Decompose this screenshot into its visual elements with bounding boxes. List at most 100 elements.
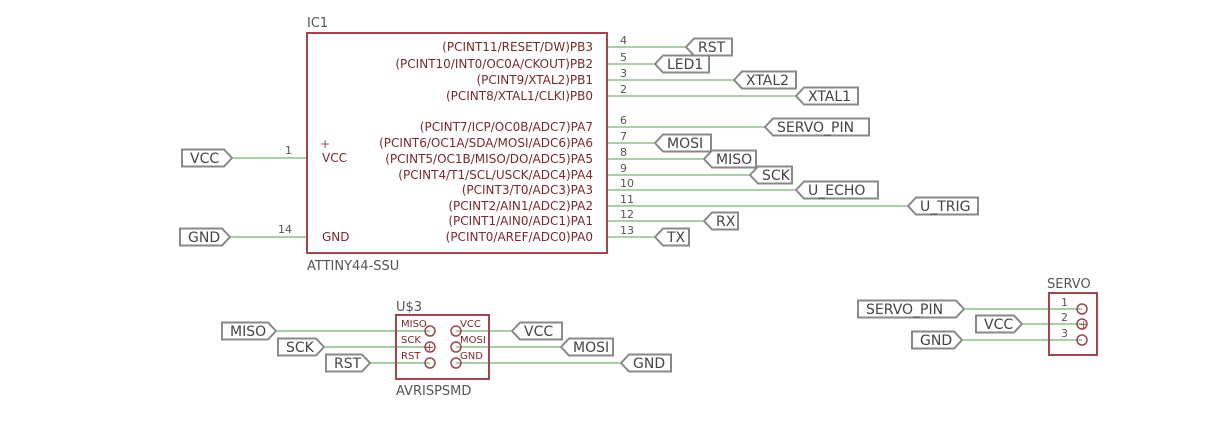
net-label-led1-flag: [653, 54, 710, 74]
ic1-body: [306, 32, 608, 254]
ic1-pin-number: 1: [285, 144, 292, 157]
net-label-mosi: MOSI: [667, 136, 703, 152]
ic1-ref: IC1: [307, 16, 328, 31]
net-label-vcc: VCC: [984, 317, 1013, 333]
net-label-rst-flag: [684, 37, 733, 57]
net-labels: VCCGNDRSTLED1XTAL2XTAL1SERVO_PINMOSIMISO…: [179, 37, 1024, 373]
ic1-pin-number: 14: [278, 223, 292, 236]
ic1-pin-name: (PCINT8/XTAL1/CLKI)PB0: [446, 89, 593, 103]
net-label-miso-flag: [702, 149, 757, 169]
u3-pin-name: SCK: [401, 335, 421, 346]
net-label-rst: RST: [698, 40, 726, 56]
net-label-mosi-flag: [653, 133, 712, 153]
servo-pad: [1076, 334, 1088, 346]
net-label-servo_pin-flag: [857, 299, 966, 319]
u3-pin-name: MISO: [401, 319, 427, 330]
ic1-pin-number: 3: [620, 67, 627, 80]
net-label-u_echo: U_ECHO: [808, 183, 865, 199]
net-label-u_trig: U_TRIG: [920, 199, 971, 215]
net-label-sck-flag: [277, 337, 326, 357]
u3-pad: [450, 325, 462, 337]
ic1-pin-number: 6: [620, 114, 627, 127]
ic1-pin-number: 8: [620, 146, 627, 159]
ic1-pin-name: (PCINT0/AREF/ADC0)PA0: [446, 230, 593, 244]
net-label-gnd: GND: [920, 333, 952, 349]
u3-pad: [450, 357, 462, 369]
u3-body: [395, 314, 490, 380]
servo-pin-number: 2: [1061, 311, 1068, 324]
net-label-xtal2-flag: [732, 70, 797, 90]
net-label-gnd: GND: [633, 356, 665, 372]
ic1-pin-number: 13: [620, 224, 634, 237]
net-label-xtal1-flag: [794, 86, 859, 106]
net-label-rx-flag: [702, 211, 739, 231]
u3-pin-name: VCC: [460, 319, 481, 330]
net-label-vcc-flag: [975, 314, 1024, 334]
ic1-pin-name: (PCINT9/XTAL2)PB1: [476, 73, 593, 87]
net-label-vcc: VCC: [190, 151, 219, 167]
net-label-sck-flag: [748, 165, 793, 185]
net-label-rx: RX: [716, 214, 736, 230]
ic1-pin-name: (PCINT10/INT0/OC0A/CKOUT)PB2: [395, 57, 593, 71]
ic1-pin-name: (PCINT1/AIN0/ADC1)PA1: [448, 214, 593, 228]
ic1-pin-name: (PCINT7/ICP/OC0B/ADC7)PA7: [420, 120, 593, 134]
net-label-gnd: GND: [188, 230, 220, 246]
servo-ref: SERVO: [1047, 277, 1091, 292]
net-label-tx-flag: [653, 227, 690, 247]
net-label-led1: LED1: [667, 57, 703, 73]
servo-pin-number: 1: [1061, 296, 1068, 309]
u3-pad: [424, 325, 436, 337]
net-label-xtal2: XTAL2: [746, 73, 789, 89]
net-label-rst-flag: [325, 353, 372, 373]
u3-pad: [424, 341, 436, 353]
u3-origin-cross: +: [425, 341, 434, 354]
ic1-pin-number: 12: [620, 208, 634, 221]
ic1-pin-name: VCC: [322, 151, 347, 165]
ic1-value: ATTINY44-SSU: [307, 259, 399, 274]
ic1-pin-number: 5: [620, 51, 627, 64]
net-label-servo_pin: SERVO_PIN: [777, 120, 854, 136]
parts: [306, 32, 1098, 380]
servo-pad: [1076, 303, 1088, 315]
net-label-miso: MISO: [716, 152, 752, 168]
net-label-vcc-flag: [181, 148, 234, 168]
ic1-pin-name: GND: [322, 230, 350, 244]
ic1-pin-number: 11: [620, 193, 634, 206]
wires: [230, 46, 1082, 364]
net-label-rst: RST: [334, 356, 362, 372]
net-label-sck: SCK: [762, 168, 791, 184]
ic1-pin-name: (PCINT4/T1/SCL/USCK/ADC4)PA4: [398, 168, 593, 182]
net-label-sck: SCK: [286, 340, 315, 356]
net-label-tx: TX: [666, 230, 686, 246]
ic1-pin-name: (PCINT6/OC1A/SDA/MOSI/ADC6)PA6: [379, 136, 593, 150]
ic1-pin-number: 7: [620, 130, 627, 143]
servo-pad: [1076, 318, 1088, 330]
net-label-vcc: VCC: [524, 324, 553, 340]
ic1-pin-name: (PCINT2/AIN1/ADC2)PA2: [448, 199, 593, 213]
net-label-gnd-flag: [179, 227, 232, 247]
u3-pin-name: RST: [401, 351, 421, 362]
net-label-u_echo-flag: [794, 180, 879, 200]
ic1-pin-number: 10: [620, 177, 634, 190]
net-label-miso: MISO: [230, 324, 266, 340]
u3-ref: U$3: [396, 300, 422, 315]
servo-origin-cross: +: [1079, 318, 1088, 331]
ic1-pin-number: 9: [620, 162, 627, 175]
ic1-pin-number: 4: [620, 34, 627, 47]
texts: IC1ATTINY44-SSU+1VCC14GND4(PCINT11/RESET…: [278, 16, 1091, 399]
net-label-xtal1: XTAL1: [808, 89, 851, 105]
net-label-servo_pin: SERVO_PIN: [866, 302, 943, 318]
u3-pin-name: MOSI: [460, 335, 486, 346]
ic1-origin-cross: +: [320, 137, 330, 151]
net-label-u_trig-flag: [906, 196, 979, 216]
net-label-miso-flag: [221, 321, 278, 341]
servo-body: [1048, 292, 1098, 356]
u3-pad: [450, 341, 462, 353]
net-label-servo_pin-flag: [763, 117, 870, 137]
net-label-vcc-flag: [510, 321, 563, 341]
ic1-pin-name: (PCINT11/RESET/DW)PB3: [442, 40, 593, 54]
net-label-mosi: MOSI: [573, 340, 609, 356]
ic1-pin-number: 2: [620, 83, 627, 96]
net-label-gnd-flag: [911, 330, 964, 350]
